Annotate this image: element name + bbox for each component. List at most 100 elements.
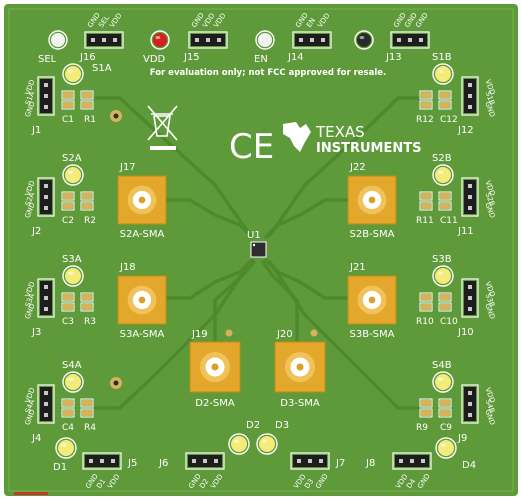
- label-j13: J13: [385, 52, 402, 63]
- led-d1: [58, 440, 74, 456]
- label-vdd: VDD: [143, 54, 166, 65]
- pad-r3-b-pad: [82, 304, 92, 310]
- led-d2: [231, 436, 247, 452]
- header-pin: [468, 184, 472, 188]
- header-pin: [468, 195, 472, 199]
- led-d2-outline: [228, 433, 250, 455]
- label-led-d3: D3: [275, 420, 289, 431]
- connector-j1[interactable]: [37, 76, 55, 116]
- trace-s1b: [268, 96, 422, 237]
- header-pin: [44, 206, 48, 210]
- led-d3-outline: [256, 433, 278, 455]
- connector-j9[interactable]: [461, 384, 479, 424]
- pad-r4-b-pad: [82, 410, 92, 416]
- label-j20: J20: [276, 329, 293, 340]
- header-pin: [468, 83, 472, 87]
- label-r2: R2: [84, 216, 96, 226]
- pad-r11-b-pad: [421, 203, 431, 209]
- led-gnd-indicator-highlight: [359, 36, 365, 40]
- label-r9: R9: [416, 423, 428, 433]
- mounting-hole-core: [113, 380, 119, 386]
- pad-c12-a-outline: [438, 90, 452, 100]
- pad-c2-a-outline: [61, 191, 75, 201]
- pad-c11-b-outline: [438, 201, 452, 211]
- pad-c9-a-pad: [440, 400, 450, 406]
- label-led-s1b: S1B: [432, 52, 452, 63]
- pad-c12-a-pad: [440, 92, 450, 98]
- label-led-d2: D2: [246, 420, 260, 431]
- pad-r10-a-pad: [421, 294, 431, 300]
- header-pin: [419, 38, 423, 42]
- ce-mark: CE: [229, 127, 274, 167]
- label-j18: J18: [119, 262, 136, 273]
- connector-j6[interactable]: [185, 452, 225, 470]
- pad-r2-a-outline: [80, 191, 94, 201]
- header-pin: [297, 459, 301, 463]
- header-pin: [44, 285, 48, 289]
- led-d4: [438, 440, 454, 456]
- label-r11: R11: [416, 216, 434, 226]
- led-gnd-indicator-outline: [354, 30, 374, 50]
- header-pin: [468, 391, 472, 395]
- header-pin: [203, 459, 207, 463]
- label-j2: J2: [31, 226, 41, 237]
- pad-c2-a-pad: [63, 193, 73, 199]
- connector-j7[interactable]: [290, 452, 330, 470]
- label-r12: R12: [416, 115, 434, 125]
- bin-body: [153, 115, 171, 137]
- header-outline: [82, 452, 122, 470]
- led-s1a-outline: [62, 63, 84, 85]
- label-led-s1a: S1A: [92, 63, 112, 74]
- connector-j5[interactable]: [82, 452, 122, 470]
- pad-c10-b-pad: [440, 304, 450, 310]
- label-r1: R1: [84, 115, 96, 125]
- header-outline: [37, 384, 55, 424]
- label-j12: J12: [457, 125, 474, 136]
- connector-j11[interactable]: [461, 177, 479, 217]
- header-pin: [468, 307, 472, 311]
- led-s4b: [435, 374, 451, 390]
- led-s1a: [65, 66, 81, 82]
- pad-r9-a-pad: [421, 400, 431, 406]
- pad-r4-a-outline: [80, 398, 94, 408]
- label-r10: R10: [416, 317, 434, 327]
- led-d3-highlight: [261, 439, 268, 443]
- connector-j4[interactable]: [37, 384, 55, 424]
- connector-j13[interactable]: [390, 31, 430, 49]
- header-outline: [392, 452, 432, 470]
- label-c9: C9: [440, 423, 452, 433]
- pad-c9-a-outline: [438, 398, 452, 408]
- led-s4b-highlight: [437, 377, 444, 381]
- pad-c1-b-pad: [63, 102, 73, 108]
- edge-marker: [14, 492, 48, 495]
- header-pin: [111, 459, 115, 463]
- header-pin: [310, 38, 314, 42]
- connector-j14[interactable]: [292, 31, 332, 49]
- label-j19-name: D2-SMA: [195, 398, 235, 409]
- led-sel-indicator: [51, 33, 65, 47]
- label-r4: R4: [84, 423, 96, 433]
- header-pin: [421, 459, 425, 463]
- mounting-hole-core: [113, 113, 119, 119]
- connector-j12[interactable]: [461, 76, 479, 116]
- connector-j2[interactable]: [37, 177, 55, 217]
- pad-r11-b-outline: [419, 201, 433, 211]
- connector-j10[interactable]: [461, 278, 479, 318]
- fcc-notice: For evaluation only; not FCC approved fo…: [150, 68, 387, 78]
- label-en: EN: [254, 54, 268, 65]
- connector-j8[interactable]: [392, 452, 432, 470]
- pad-c11-a-pad: [440, 193, 450, 199]
- pad-c4-a-outline: [61, 398, 75, 408]
- trace-layer: [94, 96, 422, 410]
- label-j22: J22: [349, 162, 366, 173]
- led-s2a-outline: [62, 164, 84, 186]
- ti-logo-shape: [283, 122, 311, 152]
- connector-j3[interactable]: [37, 278, 55, 318]
- pad-r9-b-outline: [419, 408, 433, 418]
- pad-r12-b-pad: [421, 102, 431, 108]
- connector-j16[interactable]: [84, 31, 124, 49]
- connector-j15[interactable]: [188, 31, 228, 49]
- led-en-indicator-highlight: [260, 36, 266, 40]
- label-j7: J7: [335, 458, 345, 469]
- led-d4-outline: [435, 437, 457, 459]
